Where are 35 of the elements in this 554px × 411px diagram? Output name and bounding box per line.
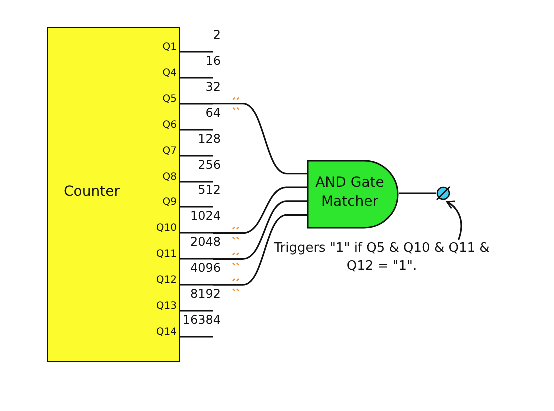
pin-value: 64 — [204, 106, 221, 120]
pin-value: 16384 — [182, 312, 221, 327]
trigger-note: Triggers "1" if Q5 & Q10 & Q11 & Q12 = "1". — [262, 240, 502, 280]
pin-value: 32 — [204, 80, 221, 94]
leader-arrow — [446, 201, 462, 240]
wire — [213, 200, 307, 260]
output-pin: Q6 — [140, 120, 213, 131]
pin-value: 2048 — [189, 235, 221, 250]
wire — [213, 186, 307, 234]
pin-value: 16 — [204, 54, 221, 68]
output-pin: Q5 — [140, 94, 213, 105]
pin-value: 256 — [197, 158, 221, 172]
output-pin: Q12 — [140, 276, 213, 286]
output-pin: Q4 — [140, 68, 213, 79]
and-gate: AND Gate Matcher — [307, 160, 399, 229]
pin-value: 8192 — [189, 287, 221, 301]
output-pin: Q8 — [140, 172, 213, 182]
output-pin: Q10 — [140, 224, 213, 234]
output-pin: Q9 — [140, 198, 213, 208]
wire — [399, 192, 436, 194]
counter-block — [47, 27, 180, 362]
output-pin: Q7 — [140, 146, 213, 157]
output-pin: Q11 — [140, 250, 213, 260]
wire — [213, 214, 307, 286]
output-pin: Q14 — [140, 328, 213, 338]
pin-value: 128 — [197, 132, 221, 146]
pin-value: 512 — [197, 183, 221, 198]
pin-value: 2 — [212, 28, 221, 42]
pin-value: 4096 — [189, 261, 221, 276]
output-terminal — [436, 186, 451, 201]
output-pin: Q1 — [140, 43, 213, 53]
wire — [213, 103, 307, 175]
counter-label: Counter — [64, 184, 120, 200]
output-pin: Q13 — [140, 302, 213, 312]
pin-value: 1024 — [189, 209, 221, 224]
